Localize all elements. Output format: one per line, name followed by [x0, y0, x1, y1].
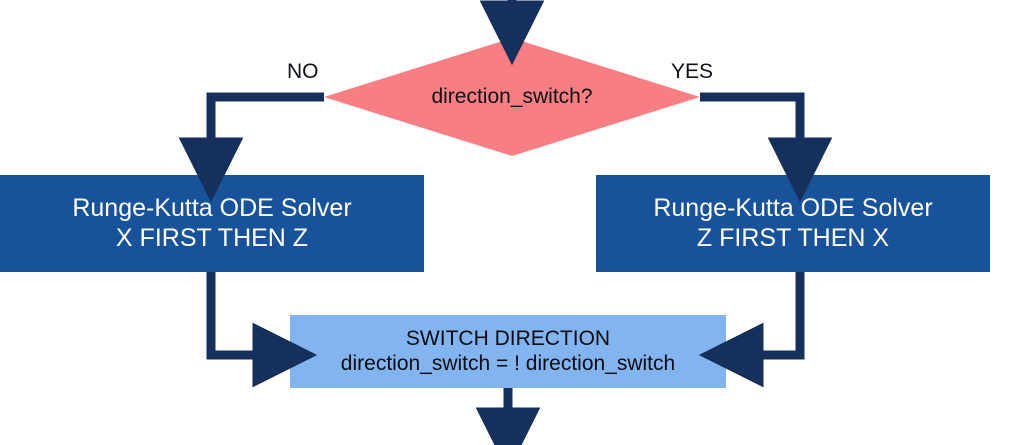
branch-label-no: NO [287, 60, 319, 83]
left-join-connector [206, 272, 318, 388]
yes-branch-connector [700, 92, 833, 203]
no-branch-connector [178, 92, 324, 203]
branch-label-yes: YES [671, 60, 714, 83]
decision-diamond-shape [324, 38, 700, 156]
left-process-shape [0, 175, 424, 272]
switch-process-shape [290, 315, 726, 388]
right-process-shape [596, 175, 990, 272]
right-join-connector [698, 272, 805, 388]
